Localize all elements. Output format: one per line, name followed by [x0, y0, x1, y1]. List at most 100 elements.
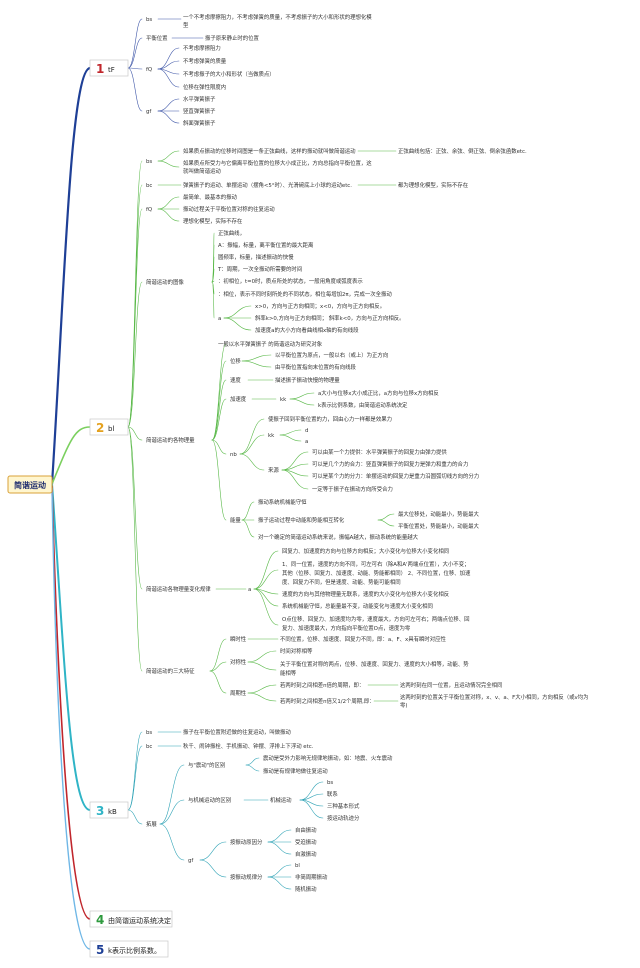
b3-mech-item: 联系	[327, 790, 338, 798]
b2-connector	[211, 439, 227, 521]
b2-connector	[279, 429, 302, 436]
b3-law-item: bl	[295, 863, 300, 869]
b3-law-item: 非简周期振动	[295, 873, 328, 881]
b2-cyc-b1: 若两时刻之间相差n倍又1/2个周期,即：	[280, 697, 375, 705]
b3-connector	[199, 859, 227, 878]
b2-nb: nb	[230, 452, 237, 458]
b3-mech: 与机械运动的区别	[188, 796, 231, 804]
b3-gf: gf	[188, 858, 193, 864]
branch-4-node[interactable]: 4 由简谐运动系统决定	[89, 910, 173, 928]
b2-connector	[289, 398, 315, 406]
b2-acc-item: a大小与位移x大小成正比，a方向与位移x方向相反	[318, 389, 439, 397]
branch-1-label: tF	[108, 66, 115, 74]
b2-img-a-item: 斜率k>0,方向与正方向相同； 斜率k<0，方向与正方向相反。	[255, 314, 405, 322]
b2-img-a: a	[218, 316, 221, 322]
b2-connector	[127, 426, 143, 441]
b2-connector	[241, 501, 255, 521]
b1-fq: fQ	[146, 67, 152, 73]
b2-connector	[211, 398, 227, 441]
b2-disp: 位移	[230, 357, 241, 365]
main-branch-4	[51, 485, 91, 920]
b1-fq-item: 不考虑振子的大小和形状（当做质点）	[183, 70, 275, 78]
branch-1-node[interactable]: 1 tF	[89, 59, 129, 77]
b2-connector	[223, 305, 252, 319]
b3-bs: bs	[146, 730, 152, 736]
branch-2-label: bl	[108, 425, 114, 433]
b2-connector	[211, 439, 227, 455]
b2-disp-item: 以平衡位置为原点，一般以右（或上）为正方向	[275, 351, 388, 359]
b2-law-item: 度、回复力不同，但是速度、动能、势能可能相同	[282, 578, 401, 586]
b1-connector	[157, 110, 180, 124]
b2-connector	[377, 519, 395, 527]
branch-5-node[interactable]: 5 k表示比例系数。	[89, 940, 169, 958]
b2-fq-item: 最简单、最基本的振动	[183, 193, 238, 201]
b2-connector	[247, 684, 277, 694]
b2-connector	[253, 550, 279, 590]
b3-connector	[245, 764, 260, 772]
b2-bc-desc-2: 都为理想化模型，实际不存在	[398, 181, 469, 189]
b2-img-item: T：周期，一次全振动所需要的时间	[217, 265, 302, 273]
b3-connector	[199, 841, 227, 861]
main-branch-3	[51, 483, 91, 811]
b2-cyc-b2: 这两时刻的位置关于平衡位置对称，x、v、a、F大小相同，方向相反（或v均为	[400, 693, 588, 701]
b3-mech-item: 三种基本形式	[327, 802, 360, 810]
branch-3-node[interactable]: 3 kB	[89, 801, 129, 819]
b2-connector	[157, 160, 180, 168]
b2-law-item: 复力、加速度最大，方向指向平衡位置O点，速度为零	[282, 624, 411, 632]
b2-speed: 速度	[230, 376, 241, 384]
b3-src: 按振动原因分	[230, 838, 263, 846]
b2-law-item: 1、同一位置，速度的方向不同，可左可右（除A和A'两端点位置），大小不变；	[282, 560, 469, 568]
main-branch-1	[50, 66, 92, 486]
b3-connector	[267, 841, 292, 855]
b2-connector	[127, 281, 143, 428]
b1-gf-item: 斜面弹簧振子	[183, 119, 216, 127]
b2-bs-desc-4: 就叫做简谐运动	[183, 167, 221, 175]
b2-connector	[127, 160, 143, 428]
b3-connector	[159, 764, 185, 825]
b2-energy-sub: 最大位移处，动能最小，势能最大	[398, 510, 479, 518]
b2-connector	[239, 453, 265, 471]
branch-5-number: 5	[96, 943, 104, 957]
b1-fq-item: 不考虑摩擦阻力	[183, 44, 221, 52]
b3-src-item: 自激振动	[295, 850, 317, 858]
b2-disp-item: 由平衡位置指向末位置的有向线段	[275, 363, 356, 371]
b3-connector	[159, 823, 185, 861]
b3-mech-item: bs	[327, 780, 333, 786]
b2-connector	[241, 519, 255, 538]
b3-src-item: 受迫振动	[295, 838, 317, 846]
b2-law-item: 回复力、加速度的方向与位移方向相反；大小变化与位移大小变化相同	[282, 547, 449, 555]
b1-connector	[157, 68, 180, 88]
b3-connector	[267, 829, 292, 843]
sub-branch-lines	[127, 18, 399, 890]
b2-nb-kk-item: a	[305, 439, 308, 445]
b2-img-item: 圆频率，标量，描述振动的快慢	[218, 253, 294, 261]
main-branch-5	[51, 487, 91, 950]
b2-bc: bc	[146, 183, 152, 189]
b2-energy-item: 对一个确定的简谐运动系统来说，振幅A越大，振动系统的能量越大	[258, 533, 419, 541]
b2-nb-src-item: 可以是某个力的分力：单摆运动的回复力是重力沿圆弧切线方向的分力	[312, 472, 479, 480]
branch-2-number: 2	[96, 421, 104, 435]
b1-pos: 平衡位置	[146, 34, 168, 42]
b3-connector	[299, 781, 324, 801]
b2-connector	[289, 392, 315, 400]
b3-mech-sub: 机械运动	[270, 796, 292, 804]
b2-nb-src-item: 可以是几个力的合力：竖直弹簧振子的回复力是弹力和重力的合力	[312, 460, 468, 468]
b3-connector	[127, 731, 143, 811]
b2-acc-item: k表示比例系数，由简谐运动系统决定	[318, 401, 408, 409]
b3-connector	[299, 793, 324, 801]
branch-2-node[interactable]: 2 bl	[89, 418, 129, 436]
b2-connector	[241, 360, 272, 368]
b1-connector	[157, 60, 180, 70]
b2-connector	[223, 317, 252, 331]
b1-gf-item: 水平弹簧振子	[183, 95, 216, 103]
b2-connector	[211, 379, 227, 441]
b2-connector	[209, 638, 227, 672]
b2-sym-item: 关于平衡位置对称的两点，位移、加速度、回复力、速度的大小相等，动能、势	[280, 660, 469, 668]
b2-law-item: O点位移、回复力、加速度均为零，速度最大，方向可左可右；两端点位移、回	[282, 615, 470, 623]
b3-bc-desc: 秋千、闹钟振栓、手机振动、钟摆、浮排上下浮动 etc.	[183, 742, 314, 750]
root-node[interactable]: 简谐运动	[7, 475, 53, 494]
b1-connector	[157, 98, 180, 112]
b3-diff-item: 震动是受外力影响无规律地振动，如：地震、火车震动	[263, 754, 393, 762]
b2-connector	[239, 434, 265, 455]
